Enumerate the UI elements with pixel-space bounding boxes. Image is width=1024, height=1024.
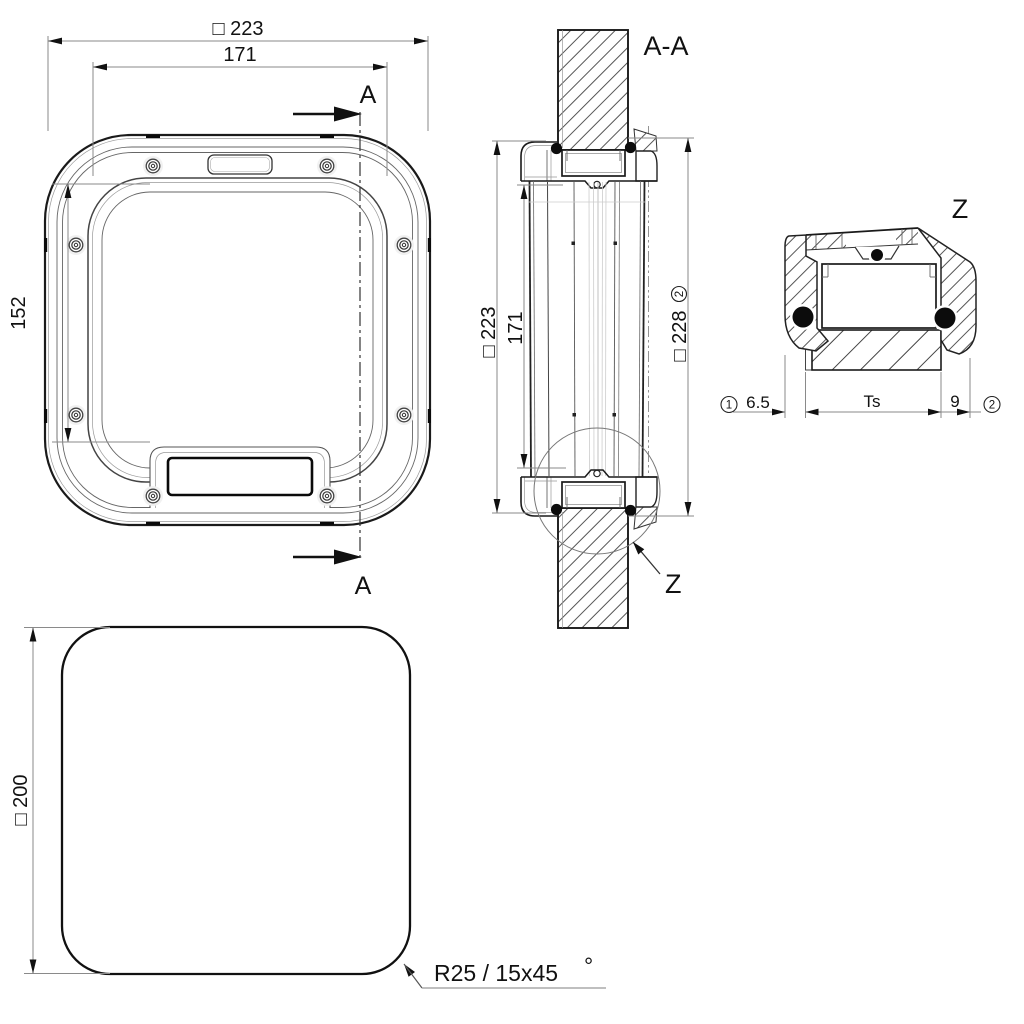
screw-icon <box>66 235 86 255</box>
o-ring <box>550 142 563 155</box>
wall-beam-top <box>557 29 629 151</box>
parting-ticks <box>44 134 431 525</box>
slot-inner-line <box>210 157 270 172</box>
section-arrow-top <box>334 106 362 122</box>
leader-arrow <box>633 542 645 555</box>
wall-section <box>811 329 942 371</box>
dim-detail: 1 6.5 Ts 9 2 <box>720 355 1001 418</box>
screws <box>66 156 414 506</box>
tick-mark <box>146 521 160 525</box>
tick-mark <box>146 134 160 138</box>
ref-bubble-icon <box>670 285 688 303</box>
dim-label-cutout-size: □ 200 <box>10 774 32 825</box>
o-ring <box>934 307 956 329</box>
ref-bubble-icon <box>983 395 1001 414</box>
screw-icon <box>394 235 414 255</box>
o-ring-small <box>871 249 883 261</box>
detail-ref-label: Z <box>665 569 682 599</box>
dim-label-inner-height: 152 <box>8 296 30 329</box>
ref-number-right: 2 <box>989 400 995 412</box>
corner-note-text: R25 / 15x45 <box>434 960 558 986</box>
dim-label-section-overall: □ 228 <box>669 310 691 361</box>
dim-label-inner-width: 171 <box>223 44 256 66</box>
ref-number-left: 1 <box>726 400 732 412</box>
tick-mark <box>320 134 334 138</box>
handle-lip-inner <box>155 452 325 508</box>
dim-inner-width: 171 <box>92 44 388 176</box>
section-arrow-bottom <box>334 549 362 565</box>
frame-edge-line-2 <box>48 138 427 522</box>
o-ring <box>624 504 637 517</box>
frame-outer-edge <box>43 133 432 527</box>
detail-circle <box>533 427 661 555</box>
dim-section-overall: □ 228 2 <box>628 137 694 517</box>
lid-panel-inner-line <box>92 182 383 478</box>
panel-edge-band <box>805 227 919 265</box>
lid-opening-edge <box>101 191 374 469</box>
frame-corner-hatch <box>633 128 658 152</box>
clamp-frame-top <box>561 149 626 177</box>
lid-panel-edge <box>87 177 388 483</box>
section-view-aa: A-A <box>478 29 694 629</box>
center-screw <box>593 180 601 189</box>
tick-mark <box>44 238 48 252</box>
frame-profile-bottom <box>520 469 658 530</box>
o-ring <box>792 306 814 328</box>
o-ring <box>624 141 637 154</box>
section-view-title: A-A <box>643 31 688 61</box>
cutout-view: □ 200 R25 / 15x45 ° <box>10 625 606 989</box>
screw-icon <box>317 156 337 176</box>
detail-view-z: Z <box>720 194 1001 418</box>
ref-number: 2 <box>674 291 686 297</box>
section-label-top: A <box>360 81 377 109</box>
corner-note: R25 / 15x45 ° <box>403 953 606 989</box>
detail-view-title: Z <box>952 194 969 224</box>
screw-icon <box>143 156 163 176</box>
tick-mark <box>427 409 431 423</box>
dim-label-trim: 9 <box>950 392 959 411</box>
dim-label-section-inner: 171 <box>505 311 527 344</box>
clamp-frame-bottom <box>561 481 626 509</box>
section-label-bottom: A <box>355 572 372 600</box>
dim-label-thickness: Ts <box>864 392 881 411</box>
dim-label-section-outer: □ 223 <box>478 306 500 357</box>
dim-label-offset: 6.5 <box>746 393 770 412</box>
dim-section-inner: 171 <box>505 184 566 469</box>
detail-marker-z: Z <box>533 427 682 599</box>
handle-recess <box>149 446 331 508</box>
dim-outer-width: □ 223 <box>47 18 429 131</box>
frame-edge-line-3 <box>56 146 419 514</box>
handle-pocket <box>166 456 314 497</box>
center-screw <box>593 469 601 478</box>
front-view: □ 223 171 152 A A <box>8 18 432 600</box>
ref-bubble-icon <box>720 395 738 414</box>
screw-icon <box>317 486 337 506</box>
wall-beam-bottom <box>557 507 629 629</box>
tick-mark <box>44 409 48 423</box>
frame-profile-top <box>520 128 658 189</box>
section-cut-line: A A <box>293 81 377 600</box>
tick-mark <box>320 521 334 525</box>
lock-slot <box>207 154 273 175</box>
screw-icon <box>143 486 163 506</box>
screw-icon <box>66 405 86 425</box>
slot-outline <box>207 154 273 175</box>
cutout-outline <box>60 625 412 976</box>
dim-label-outer-width: □ 223 <box>212 18 263 40</box>
dim-section-outer: □ 223 <box>478 140 546 514</box>
dim-inner-height: 152 <box>8 183 150 443</box>
dim-cutout-size: □ 200 <box>10 627 110 974</box>
frame-section-right <box>917 227 977 355</box>
panel-section <box>528 180 646 478</box>
corner-note-degree: ° <box>584 953 593 979</box>
o-ring <box>550 503 563 516</box>
clamp-block <box>821 263 937 329</box>
screw-icon <box>394 405 414 425</box>
tick-mark <box>427 238 431 252</box>
